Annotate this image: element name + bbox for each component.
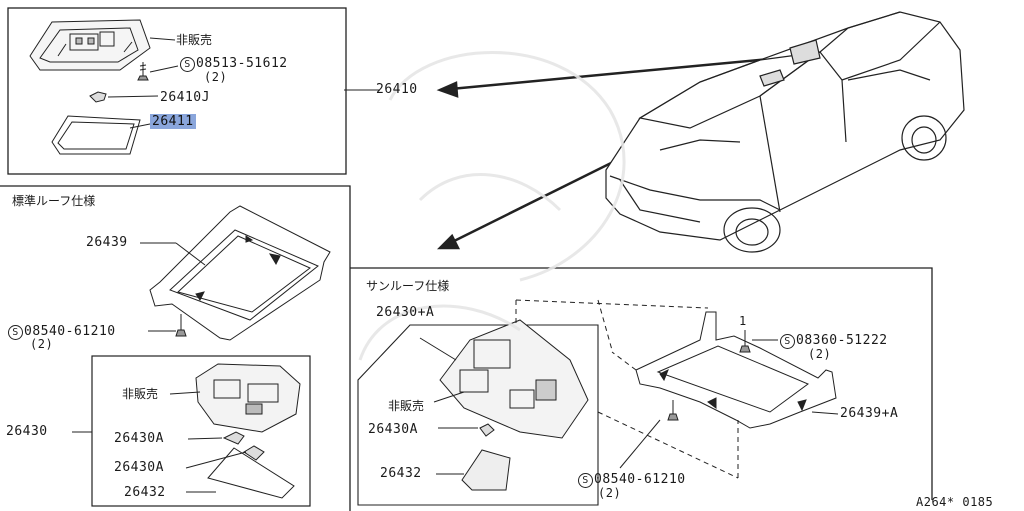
screw-number-3: 08360-51222	[796, 333, 888, 348]
part-26411-highlight: 26411	[150, 114, 196, 129]
label-part-26410[interactable]: 26410	[376, 82, 418, 97]
bracket-26439-art	[140, 205, 331, 341]
screw-icon-3	[739, 330, 778, 353]
label-qty-5: (2)	[598, 486, 622, 500]
lamp-26430-art	[72, 363, 301, 499]
screw-icon	[137, 62, 179, 81]
label-qty-3: 1	[739, 314, 747, 328]
label-part-26432[interactable]: 26432	[124, 485, 166, 500]
diagram-code: A264* 0185	[916, 495, 994, 509]
label-qty-1: (2)	[204, 70, 228, 84]
label-part-26430pa[interactable]: 26430+A	[376, 305, 435, 320]
lens-icon	[51, 115, 161, 155]
frame-sunroof	[350, 267, 933, 500]
screw-number-1: 08513-51612	[196, 56, 288, 71]
label-part-26411[interactable]: 26411	[150, 114, 196, 129]
watermark	[358, 51, 626, 361]
label-not-for-sale-1: 非販売	[176, 33, 213, 47]
bulb-icon	[89, 91, 159, 103]
label-part-26439pa[interactable]: 26439+A	[840, 406, 899, 421]
dashed-guides	[515, 299, 739, 479]
lamp-26430pa-art	[419, 319, 589, 491]
label-part-26439[interactable]: 26439	[86, 235, 128, 250]
frame-standard-roof	[0, 185, 351, 511]
label-part-26430A-2[interactable]: 26430A	[114, 460, 164, 475]
label-part-26410J[interactable]: 26410J	[160, 90, 210, 105]
label-part-26430[interactable]: 26430	[6, 424, 48, 439]
frame-26430pa-box	[357, 324, 599, 506]
frame-26430-box	[91, 355, 311, 507]
lamp-assembly-26410-art	[29, 19, 176, 71]
bracket-26439pa-art	[635, 311, 839, 429]
label-qty-2: (2)	[30, 337, 54, 351]
label-qty-4: (2)	[808, 347, 832, 361]
screw-standard-icon-4: S	[578, 473, 593, 488]
screw-number-4: 08540-61210	[594, 472, 686, 487]
car-illustration	[605, 11, 965, 253]
screw-number-2: 08540-61210	[24, 324, 116, 339]
label-part-26430A[interactable]: 26430A	[114, 431, 164, 446]
screw-standard-icon-2: S	[8, 325, 23, 340]
arrow-to-26410	[436, 56, 781, 98]
section-sunroof: サンルーフ仕様	[366, 279, 450, 293]
screw-standard-icon: S	[180, 57, 195, 72]
screw-icon-2	[148, 314, 187, 337]
label-part-26432-2[interactable]: 26432	[380, 466, 422, 481]
label-not-for-sale-2: 非販売	[122, 387, 159, 401]
frame-top-left	[7, 7, 347, 175]
screw-icon-4	[619, 400, 679, 469]
label-part-26430A-3[interactable]: 26430A	[368, 422, 418, 437]
screw-standard-icon-3: S	[780, 334, 795, 349]
section-standard-roof: 標準ルーフ仕様	[12, 194, 96, 208]
label-not-for-sale-3: 非販売	[388, 399, 425, 413]
